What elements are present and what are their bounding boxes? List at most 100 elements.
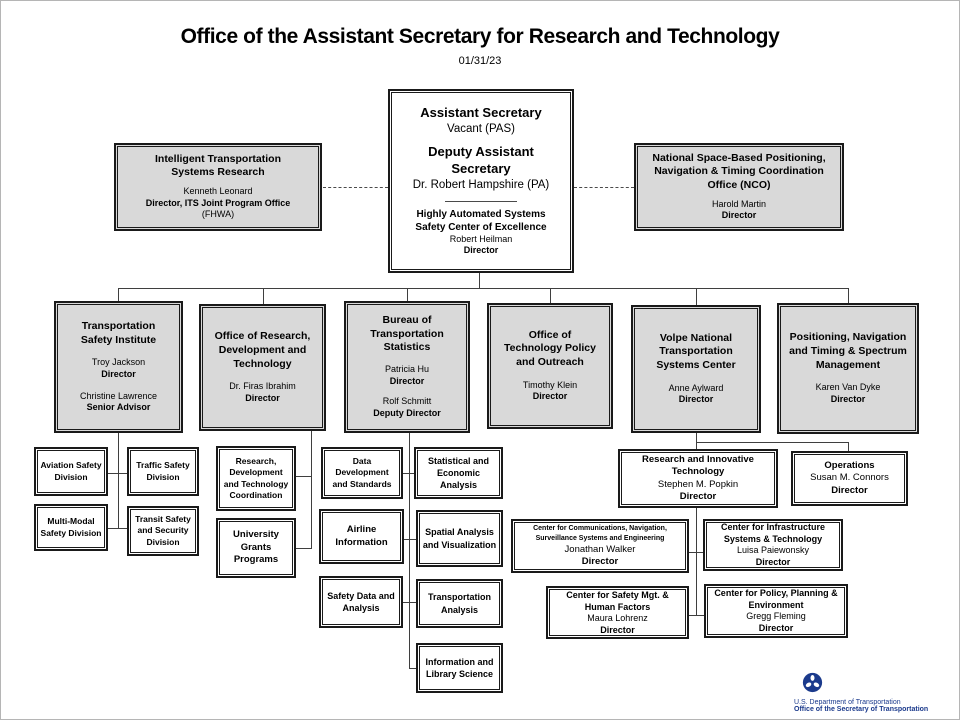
unit-name: Airline Information <box>335 523 388 548</box>
dot-logo-icon <box>802 672 823 693</box>
box-spatial-analysis-visualization: Spatial Analysis and Visualization <box>416 510 503 567</box>
box-office-research-development-technology: Office of Research, Development and Tech… <box>199 304 326 431</box>
connector-line <box>550 288 551 303</box>
unit-name: Information and Library Science <box>425 656 494 679</box>
connector-line <box>311 431 312 549</box>
person-name: Karen Van Dyke <box>815 382 881 393</box>
connector-line <box>848 288 849 303</box>
unit-name: Center for Infrastructure Systems & Tech… <box>720 522 826 545</box>
box-volpe-center: Volpe National Transportation Systems Ce… <box>631 305 761 433</box>
person-name: Harold Martin <box>711 198 767 209</box>
office-name: Positioning, Navigation and Timing & Spe… <box>789 331 907 371</box>
footer-agency: U.S. Department of Transportation <box>794 699 901 706</box>
box-information-library-science: Information and Library Science <box>416 643 503 693</box>
box-operations: Operations Susan M. Connors Director <box>791 451 908 506</box>
office-name: Bureau of Transportation Statistics <box>370 314 444 354</box>
unit-name: Statistical and Economic Analysis <box>427 455 490 491</box>
connector-line <box>118 288 849 289</box>
connector-line <box>409 433 410 669</box>
box-assistant-secretary: Assistant Secretary Vacant (PAS) Deputy … <box>388 89 574 273</box>
connector-dashed-left <box>323 187 388 188</box>
unit-name: Research and Innovative Technology <box>642 453 754 478</box>
connector-line <box>107 473 127 474</box>
office-name: Intelligent Transportation Systems Resea… <box>154 152 281 179</box>
box-transportation-analysis: Transportation Analysis <box>416 579 503 628</box>
person-name: Christine Lawrence <box>79 390 158 401</box>
box-multi-modal-safety-division: Multi-Modal Safety Division <box>34 504 108 551</box>
box-transit-safety-security-division: Transit Safety and Security Division <box>127 506 199 556</box>
person-name: Luisa Paiewonsky <box>736 545 810 556</box>
person-name: Patricia Hu <box>384 364 429 375</box>
person-title: Director <box>581 556 619 568</box>
box-rdt-coordination: Research, Development and Technology Coo… <box>216 446 296 511</box>
person-title: Deputy Director <box>373 408 441 419</box>
connector-line <box>689 615 704 616</box>
unit-name: Safety Data and Analysis <box>327 590 395 613</box>
unit-name: Highly Automated Systems Safety Center o… <box>415 208 547 233</box>
footer: U.S. Department of Transportation Office… <box>794 672 959 713</box>
person-name: Rolf Schmitt <box>382 396 432 407</box>
connector-line <box>479 273 480 288</box>
box-pnt-spectrum-management: Positioning, Navigation and Timing & Spe… <box>777 303 919 434</box>
connector-line <box>296 476 312 477</box>
page-title: Office of the Assistant Secretary for Re… <box>180 25 780 48</box>
box-airline-information: Airline Information <box>319 509 404 564</box>
unit-name: Operations <box>824 459 875 471</box>
person-name: Susan M. Connors <box>810 472 889 484</box>
box-research-innovative-technology: Research and Innovative Technology Steph… <box>618 449 778 508</box>
connector-line <box>404 539 417 540</box>
box-aviation-safety-division: Aviation Safety Division <box>34 447 108 496</box>
box-statistical-economic-analysis: Statistical and Economic Analysis <box>414 447 503 499</box>
connector-line <box>403 602 417 603</box>
box-office-technology-policy-outreach: Office of Technology Policy and Outreach… <box>487 303 613 429</box>
box-its-research: Intelligent Transportation Systems Resea… <box>114 143 322 231</box>
person-title: Director <box>831 484 868 496</box>
box-data-development-standards: Data Development and Standards <box>321 447 403 499</box>
person-title: Director <box>245 392 280 403</box>
person-name: Jonathan Walker <box>564 543 636 555</box>
divider <box>445 200 517 202</box>
role-label: Assistant Secretary <box>420 105 542 120</box>
person-title: Director <box>101 368 136 379</box>
connector-line <box>696 433 697 449</box>
unit-name: Multi-Modal Safety Division <box>40 516 102 538</box>
person-title: Director <box>758 623 794 634</box>
person-title: Director, ITS Joint Program Office <box>145 197 291 208</box>
agency-label: (FHWA) <box>201 209 235 220</box>
connector-line <box>696 288 697 305</box>
incumbent-label: Dr. Robert Hampshire (PA) <box>412 179 550 192</box>
connector-dashed-right <box>574 187 634 188</box>
person-title: Director <box>830 393 866 404</box>
connector-line <box>407 288 408 301</box>
person-name: Robert Heilman <box>449 233 513 244</box>
unit-name: Research, Development and Technology Coo… <box>223 455 289 500</box>
person-name: Troy Jackson <box>91 357 146 368</box>
connector-line <box>696 442 849 443</box>
box-bureau-transportation-statistics: Bureau of Transportation Statistics Patr… <box>344 301 470 433</box>
connector-line <box>689 552 703 553</box>
person-name: Stephen M. Popkin <box>657 478 739 490</box>
connector-line <box>296 548 312 549</box>
unit-name: Center for Communications, Navigation, S… <box>533 524 667 542</box>
footer-office: Office of the Secretary of Transportatio… <box>794 706 929 713</box>
person-title: Senior Advisor <box>86 402 151 413</box>
person-title: Director <box>721 210 757 221</box>
unit-name: Center for Policy, Planning & Environmen… <box>714 588 838 611</box>
unit-name: Data Development and Standards <box>332 455 392 489</box>
connector-line <box>118 433 119 529</box>
unit-name: Aviation Safety Division <box>40 460 102 482</box>
connector-line <box>848 442 849 451</box>
person-title: Director <box>600 624 635 635</box>
box-center-policy-planning-environment: Center for Policy, Planning & Environmen… <box>704 584 848 638</box>
unit-name: Center for Safety Mgt. & Human Factors <box>566 589 669 612</box>
unit-name: Transit Safety and Security Division <box>135 513 191 547</box>
person-name: Anne Aylward <box>668 382 724 393</box>
person-title: Director <box>678 394 714 405</box>
office-name: National Space-Based Positioning, Naviga… <box>652 151 826 192</box>
person-name: Kenneth Leonard <box>183 186 253 197</box>
connector-line <box>118 288 119 301</box>
person-name: Timothy Klein <box>522 379 578 390</box>
incumbent-label: Vacant (PAS) <box>447 122 515 135</box>
box-center-infrastructure-systems-technology: Center for Infrastructure Systems & Tech… <box>703 519 843 571</box>
person-name: Gregg Fleming <box>746 611 806 622</box>
